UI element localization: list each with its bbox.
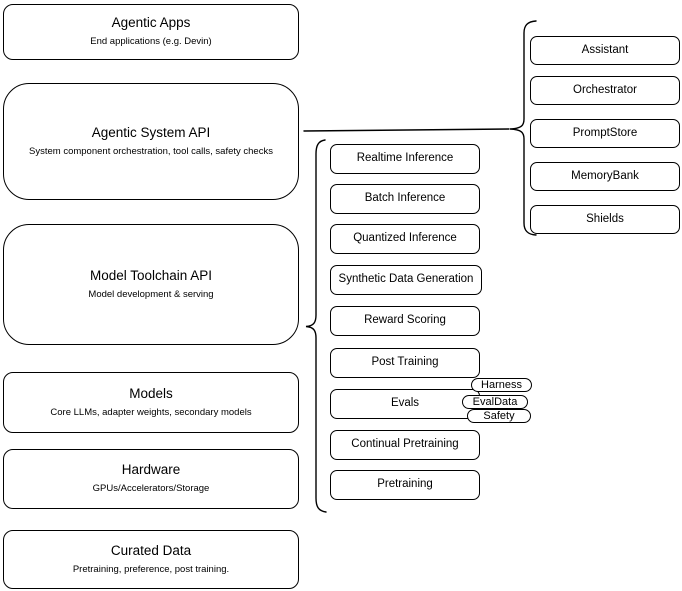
node-label: Continual Pretraining: [351, 438, 459, 451]
node-subtitle: Pretraining, preference, post training.: [72, 563, 230, 575]
node-quantized-inference: Quantized Inference: [330, 224, 480, 254]
node-agentic-apps: Agentic Apps End applications (e.g. Devi…: [3, 4, 299, 60]
node-hardware: Hardware GPUs/Accelerators/Storage: [3, 449, 299, 509]
node-reward-scoring: Reward Scoring: [330, 306, 480, 336]
node-batch-inference: Batch Inference: [330, 184, 480, 214]
node-title: Models: [129, 385, 173, 401]
node-evals: Evals: [330, 389, 480, 419]
node-realtime-inference: Realtime Inference: [330, 144, 480, 174]
node-label: Pretraining: [377, 478, 433, 491]
badge-harness: Harness: [471, 378, 532, 392]
badge-label: Safety: [483, 409, 515, 422]
node-title: Curated Data: [110, 542, 192, 558]
brace-toolchain-services: [305, 139, 327, 513]
node-curated-data: Curated Data Pretraining, preference, po…: [3, 530, 299, 589]
node-shields: Shields: [530, 205, 680, 234]
node-subtitle: GPUs/Accelerators/Storage: [92, 483, 210, 495]
node-model-toolchain-api: Model Toolchain API Model development & …: [3, 224, 299, 345]
node-synthetic-data-generation: Synthetic Data Generation: [330, 265, 482, 295]
node-assistant: Assistant: [530, 36, 680, 65]
badge-evaldata: EvalData: [462, 395, 528, 409]
node-subtitle: System component orchestration, tool cal…: [29, 145, 273, 157]
node-promptstore: PromptStore: [530, 119, 680, 148]
node-label: Quantized Inference: [353, 232, 457, 245]
node-continual-pretraining: Continual Pretraining: [330, 430, 480, 460]
node-label: Batch Inference: [364, 192, 446, 205]
node-title: Model Toolchain API: [89, 267, 213, 283]
node-agentic-system-api: Agentic System API System component orch…: [3, 83, 299, 200]
node-pretraining: Pretraining: [330, 470, 480, 500]
node-label: MemoryBank: [571, 169, 639, 182]
node-label: Reward Scoring: [364, 314, 446, 327]
node-subtitle: End applications (e.g. Devin): [90, 36, 212, 48]
node-label: PromptStore: [572, 126, 638, 139]
node-title: Agentic Apps: [111, 15, 191, 31]
node-subtitle: Core LLMs, adapter weights, secondary mo…: [50, 406, 252, 418]
badge-label: Harness: [481, 378, 522, 391]
badge-safety: Safety: [467, 409, 531, 423]
node-title: Agentic System API: [91, 124, 211, 140]
node-label: Post Training: [371, 356, 439, 369]
node-models: Models Core LLMs, adapter weights, secon…: [3, 372, 299, 433]
node-label: Realtime Inference: [356, 152, 454, 165]
node-label: Evals: [390, 397, 420, 410]
brace-system-components: [509, 20, 537, 236]
connector-system-api-line: [303, 128, 510, 132]
badge-label: EvalData: [472, 395, 518, 408]
node-orchestrator: Orchestrator: [530, 76, 680, 105]
node-subtitle: Model development & serving: [88, 288, 214, 300]
node-label: Synthetic Data Generation: [338, 273, 474, 286]
node-label: Shields: [586, 212, 624, 225]
node-title: Hardware: [121, 462, 181, 478]
node-label: Assistant: [581, 43, 629, 56]
node-label: Orchestrator: [573, 83, 637, 96]
node-memorybank: MemoryBank: [530, 162, 680, 191]
node-post-training: Post Training: [330, 348, 480, 378]
